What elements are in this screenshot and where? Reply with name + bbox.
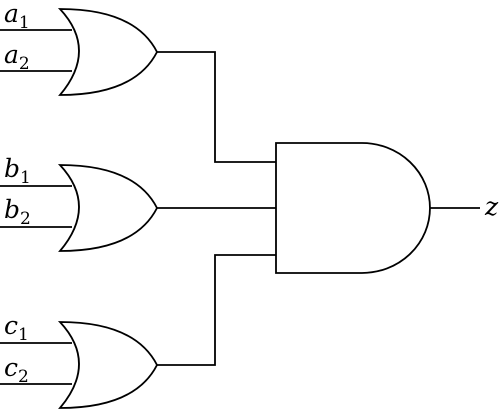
wire-or-a-to-and xyxy=(157,51,276,163)
or-gate-a xyxy=(57,8,159,96)
or-gate-b xyxy=(57,164,159,252)
input-label-c1: c1 xyxy=(4,311,29,345)
output-label-z: z xyxy=(484,192,499,221)
and-gate xyxy=(275,142,431,274)
input-label-a2: a2 xyxy=(4,40,30,74)
input-label-a1: a1 xyxy=(4,0,30,33)
input-label-c2: c2 xyxy=(4,353,29,387)
input-label-b1: b1 xyxy=(4,154,31,188)
wire-or-c-to-and xyxy=(157,254,276,366)
or-gate-c xyxy=(57,321,159,409)
input-label-b2: b2 xyxy=(4,195,31,229)
